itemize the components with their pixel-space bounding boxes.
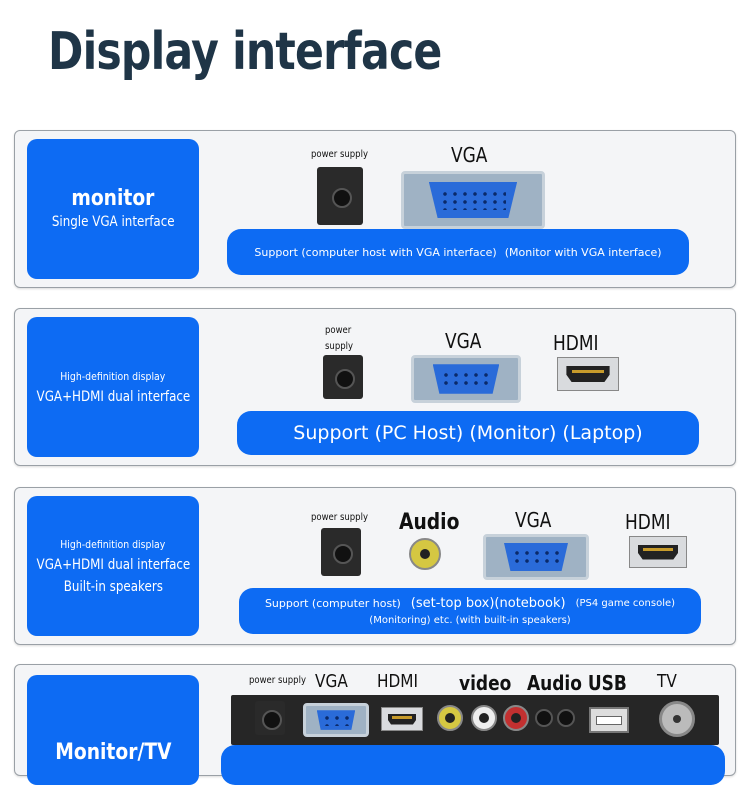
hdmi-port-icon bbox=[381, 707, 423, 731]
audio-right-jack-icon bbox=[503, 705, 529, 731]
support-text-a: Support (computer host) bbox=[264, 597, 401, 610]
earphone-jack-icon bbox=[535, 709, 553, 727]
vga-port-icon bbox=[401, 171, 545, 229]
vga-label: VGA bbox=[445, 329, 482, 353]
product-label-box: High-definition display VGA+HDMI dual in… bbox=[27, 317, 199, 457]
power-port-icon bbox=[255, 701, 285, 735]
support-text-c: (PS4 game console) bbox=[575, 598, 676, 609]
hdmi-port-icon bbox=[629, 536, 687, 568]
power-port-icon bbox=[317, 167, 363, 225]
hdmi-port-icon bbox=[557, 357, 619, 391]
product-label-box: monitor Single VGA interface bbox=[27, 139, 199, 279]
support-pill: Support (PC Host) (Monitor) (Laptop) bbox=[237, 411, 699, 455]
vga-label: VGA bbox=[515, 508, 552, 532]
product-title: monitor bbox=[71, 185, 155, 211]
page-title: Display interface bbox=[48, 22, 442, 82]
power-supply-label: power supply bbox=[311, 149, 368, 160]
tv-antenna-port-icon bbox=[659, 701, 695, 737]
power-supply-label: power supply bbox=[249, 675, 306, 686]
product-line1: High-definition display bbox=[60, 537, 166, 551]
audio-label: Audio bbox=[399, 510, 460, 535]
hdmi-label: HDMI bbox=[553, 331, 599, 355]
vga-label: VGA bbox=[315, 671, 348, 692]
product-line1: High-definition display bbox=[60, 369, 166, 383]
support-text-b: (Monitor with VGA interface) bbox=[504, 245, 662, 259]
product-label-box: High-definition display VGA+HDMI dual in… bbox=[27, 496, 199, 636]
panel-hd-dual: High-definition display VGA+HDMI dual in… bbox=[14, 308, 736, 466]
hdmi-label: HDMI bbox=[625, 510, 671, 534]
audio-jack-icon bbox=[409, 538, 441, 570]
support-text-a: Support (computer host with VGA interfac… bbox=[254, 245, 497, 259]
support-pill: Support (computer host with VGA interfac… bbox=[227, 229, 689, 275]
product-subtitle: Single VGA interface bbox=[51, 213, 175, 230]
vga-port-icon bbox=[483, 534, 589, 580]
video-jack-icon bbox=[437, 705, 463, 731]
support-text-b: (set-top box)(notebook) bbox=[410, 596, 566, 611]
product-label-box: Monitor/TV bbox=[27, 675, 199, 785]
panel-monitor-vga: monitor Single VGA interface power suppl… bbox=[14, 130, 736, 288]
power-port-icon bbox=[323, 355, 363, 399]
power-label-b: supply bbox=[325, 341, 354, 352]
support-text-d: (Monitoring) etc. (with built-in speaker… bbox=[369, 615, 571, 626]
product-line2: VGA+HDMI dual interface bbox=[36, 388, 190, 405]
support-pill: Support (computer host) (set-top box)(no… bbox=[239, 588, 701, 634]
vga-port-icon bbox=[411, 355, 521, 403]
vga-label: VGA bbox=[451, 143, 488, 167]
video-label: video bbox=[459, 671, 512, 695]
power-supply-label: power supply bbox=[311, 512, 368, 523]
product-line2: VGA+HDMI dual interface bbox=[36, 556, 190, 573]
panel-hd-speakers: High-definition display VGA+HDMI dual in… bbox=[14, 487, 736, 645]
tv-label: TV bbox=[657, 671, 677, 692]
audio-left-jack-icon bbox=[471, 705, 497, 731]
product-title: Monitor/TV bbox=[54, 739, 172, 765]
product-line3: Built-in speakers bbox=[63, 578, 163, 595]
power-label-a: power bbox=[325, 325, 352, 336]
support-text: Support (PC Host) (Monitor) (Laptop) bbox=[293, 422, 643, 444]
panel-monitor-tv: Monitor/TV power supply VGA HDMI video A… bbox=[14, 664, 736, 785]
mic-jack-icon bbox=[557, 709, 575, 727]
support-pill bbox=[221, 745, 725, 785]
audio-usb-label: Audio USB bbox=[527, 671, 627, 695]
power-port-icon bbox=[321, 528, 361, 576]
vga-port-icon bbox=[303, 703, 369, 737]
usb-port-icon bbox=[589, 707, 629, 733]
hdmi-label: HDMI bbox=[377, 671, 418, 692]
